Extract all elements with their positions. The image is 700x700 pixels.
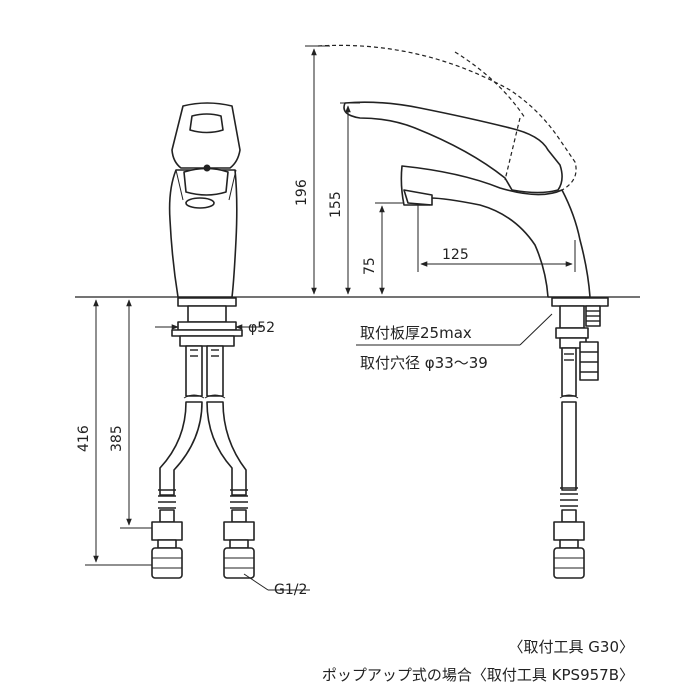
mounting-notes: 取付板厚25max 取付穴径 φ33～39 — [356, 313, 553, 372]
side-view-mount — [551, 297, 609, 579]
side-height-dimensions: 196 155 75 125 — [294, 45, 576, 295]
hose-length-total-label: 416 — [76, 425, 92, 452]
handle-height-label: 155 — [328, 191, 344, 218]
hole-diameter-note: 取付穴径 φ33～39 — [360, 354, 488, 372]
captions: 〈取付工具 G30〉 ポップアップ式の場合〈取付工具 KPS957B〉 — [322, 638, 634, 684]
base-diameter-dimension: φ52 — [155, 320, 275, 336]
base-diameter-label: φ52 — [248, 320, 275, 336]
spout-reach-label: 125 — [442, 247, 469, 263]
hose-length-dimensions: 416 385 — [76, 296, 152, 566]
front-view-hoses — [151, 345, 255, 579]
spout-height-label: 75 — [362, 257, 378, 275]
thread-label: G1/2 — [274, 582, 307, 598]
tool-caption: 〈取付工具 G30〉 — [509, 638, 634, 656]
hose-length-label: 385 — [109, 425, 125, 452]
front-view-faucet — [168, 102, 241, 298]
popup-tool-caption: ポップアップ式の場合〈取付工具 KPS957B〉 — [322, 666, 634, 684]
thread-callout: G1/2 — [243, 573, 310, 598]
total-height-label: 196 — [294, 179, 310, 206]
front-view-mount — [171, 297, 243, 347]
counter-thickness-note: 取付板厚25max — [360, 324, 472, 342]
